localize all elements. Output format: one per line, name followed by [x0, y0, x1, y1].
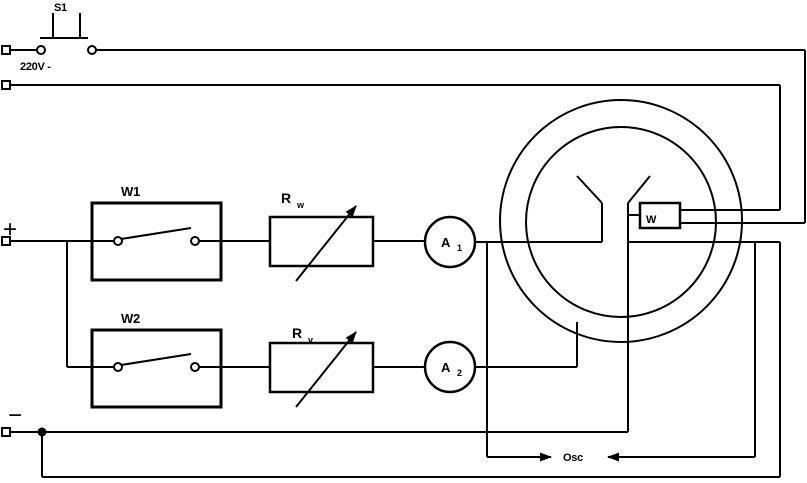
ammeter-a1-label-sub: 1 [457, 243, 462, 253]
filament-label: W [646, 214, 657, 226]
minus-terminal [1, 427, 11, 437]
tube-inner-envelope [525, 126, 717, 318]
minus-terminal-label: − [8, 402, 22, 429]
ammeter-a1-label: A [441, 235, 451, 250]
rheostat-rv-arrow [295, 331, 357, 408]
tube-left-electrode [576, 175, 603, 204]
w1-contact-right [190, 236, 200, 246]
w1-blade [120, 227, 192, 240]
rheostat-rw-label: R [281, 190, 291, 206]
rheostat-rv-label: R [292, 325, 302, 341]
supply-terminal-2 [1, 80, 11, 90]
power-supply-section: S1 220V - [1, 2, 806, 224]
oscilloscope-section: Osc [486, 242, 755, 464]
oscilloscope-label: Osc [563, 452, 583, 464]
filament-box [638, 201, 682, 230]
branch2-section: W2 R v A 2 [67, 311, 578, 409]
rheostat-rv [268, 341, 375, 394]
supply-voltage-label: 220V - [20, 61, 51, 73]
switch-w2-label: W2 [121, 311, 140, 326]
switch-s1-contact-left [36, 45, 46, 55]
supply-terminal-1 [1, 45, 11, 55]
rheostat-rv-label-sub: v [308, 335, 313, 345]
tube-right-electrode [627, 175, 651, 204]
plus-terminal [1, 236, 11, 246]
w1-contact-left [113, 236, 123, 246]
branch1-section: W1 R w A 1 [90, 184, 602, 282]
tube-outer-envelope [499, 99, 743, 343]
rheostat-rw [268, 215, 375, 268]
switch-s1-label: S1 [54, 2, 67, 14]
switch-w1-label: W1 [121, 184, 140, 199]
ammeter-a2-label-sub: 2 [457, 368, 462, 378]
w2-blade [120, 353, 192, 366]
dc-terminals-section: + − [1, 216, 780, 478]
w2-contact-left [113, 362, 123, 372]
rheostat-rw-label-sub: w [296, 200, 305, 210]
ammeter-a2-label: A [441, 360, 451, 375]
w2-contact-right [190, 362, 200, 372]
switch-box-w2 [90, 328, 223, 409]
switch-s1-contact-right [87, 45, 97, 55]
tube-section: W [499, 99, 781, 477]
rheostat-rw-arrow [295, 205, 357, 282]
